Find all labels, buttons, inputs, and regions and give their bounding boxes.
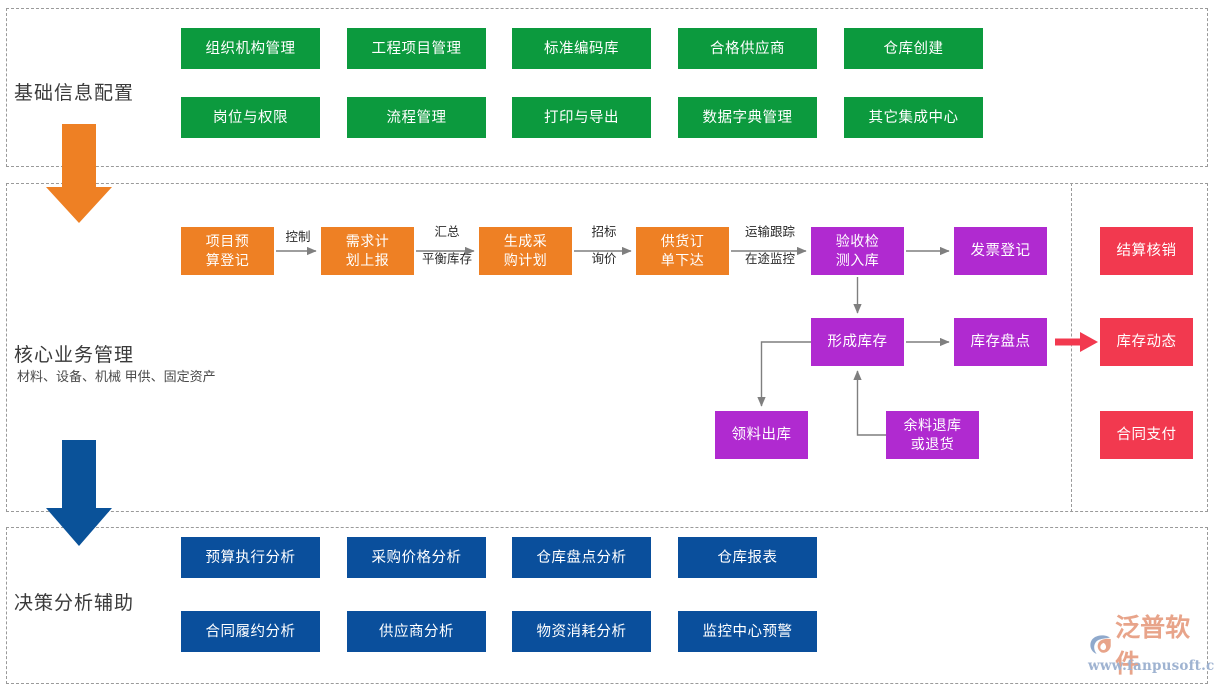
chip-project-management[interactable]: 工程项目管理: [347, 28, 486, 69]
chip-warehouse-count-analysis[interactable]: 仓库盘点分析: [512, 537, 651, 578]
chip-form-inventory[interactable]: 形成库存: [811, 318, 904, 366]
chip-supplier-analysis[interactable]: 供应商分析: [347, 611, 486, 652]
arrow-head: [46, 187, 112, 223]
edge-label-transport-tracking: 运输跟踪: [744, 225, 795, 239]
section-title-core-business: 核心业务管理: [14, 345, 135, 366]
edge-label-bidding: 招标: [591, 225, 617, 239]
section-subtitle-core-business: 材料、设备、机械 甲供、固定资产: [17, 369, 216, 384]
chip-print-and-export[interactable]: 打印与导出: [512, 97, 651, 138]
chip-contract-performance-analysis[interactable]: 合同履约分析: [181, 611, 320, 652]
logo-website-url: www.fanpusoft.com: [1088, 658, 1214, 674]
chip-inventory-dynamics[interactable]: 库存动态: [1100, 318, 1193, 366]
chip-material-consumption-analysis[interactable]: 物资消耗分析: [512, 611, 651, 652]
arrow-stem: [62, 440, 96, 508]
down-arrow-icon-basic-to-core: [44, 124, 114, 223]
chip-demand-plan-submission[interactable]: 需求计 划上报: [321, 227, 414, 275]
logo-wordmark: 泛普软件: [1115, 613, 1191, 678]
brand-logo: 泛普软件 www.fanpusoft.com: [1088, 613, 1214, 680]
chip-supply-order-issued[interactable]: 供货订 单下达: [636, 227, 729, 275]
chip-budget-execution-analysis[interactable]: 预算执行分析: [181, 537, 320, 578]
edge-label-summary: 汇总: [434, 225, 460, 239]
chip-contract-payment[interactable]: 合同支付: [1100, 411, 1193, 459]
chip-surplus-return-or-refund[interactable]: 余料退库 或退货: [886, 411, 979, 459]
arrow-stem: [62, 124, 96, 187]
arrow-head: [46, 508, 112, 546]
edge-label-inquiry: 询价: [591, 252, 617, 266]
chip-purchase-price-analysis[interactable]: 采购价格分析: [347, 537, 486, 578]
edge-label-in-transit-monitor: 在途监控: [744, 252, 795, 266]
chip-project-budget-registration[interactable]: 项目预 算登记: [181, 227, 274, 275]
chip-invoice-registration[interactable]: 发票登记: [954, 227, 1047, 275]
chip-generate-purchase-plan[interactable]: 生成采 购计划: [479, 227, 572, 275]
chip-qualified-suppliers[interactable]: 合格供应商: [678, 28, 817, 69]
edge-label-balance-inventory: 平衡库存: [421, 252, 472, 266]
core-section-vertical-divider: [1071, 183, 1072, 512]
edge-label-control: 控制: [285, 230, 311, 244]
chip-monitoring-center-alert[interactable]: 监控中心预警: [678, 611, 817, 652]
chip-material-requisition-outbound[interactable]: 领料出库: [715, 411, 808, 459]
chip-settlement-writeoff[interactable]: 结算核销: [1100, 227, 1193, 275]
chip-positions-and-permissions[interactable]: 岗位与权限: [181, 97, 320, 138]
section-frame-basic-info: [6, 8, 1208, 167]
section-frame-decision-analysis: [6, 527, 1208, 684]
chip-warehouse-report[interactable]: 仓库报表: [678, 537, 817, 578]
chip-acceptance-inspection-inbound[interactable]: 验收检 测入库: [811, 227, 904, 275]
chip-warehouse-creation[interactable]: 仓库创建: [844, 28, 983, 69]
section-title-decision-analysis: 决策分析辅助: [14, 593, 135, 614]
chip-other-integration-center[interactable]: 其它集成中心: [844, 97, 983, 138]
fanpu-swirl-logo-icon: [1089, 633, 1112, 655]
chip-org-structure-management[interactable]: 组织机构管理: [181, 28, 320, 69]
section-frame-core-business: [6, 183, 1208, 512]
chip-data-dictionary-management[interactable]: 数据字典管理: [678, 97, 817, 138]
chip-standard-code-library[interactable]: 标准编码库: [512, 28, 651, 69]
chip-process-management[interactable]: 流程管理: [347, 97, 486, 138]
chip-inventory-count[interactable]: 库存盘点: [954, 318, 1047, 366]
section-title-basic-info: 基础信息配置: [14, 83, 135, 104]
down-arrow-icon-core-to-decision: [44, 440, 114, 546]
